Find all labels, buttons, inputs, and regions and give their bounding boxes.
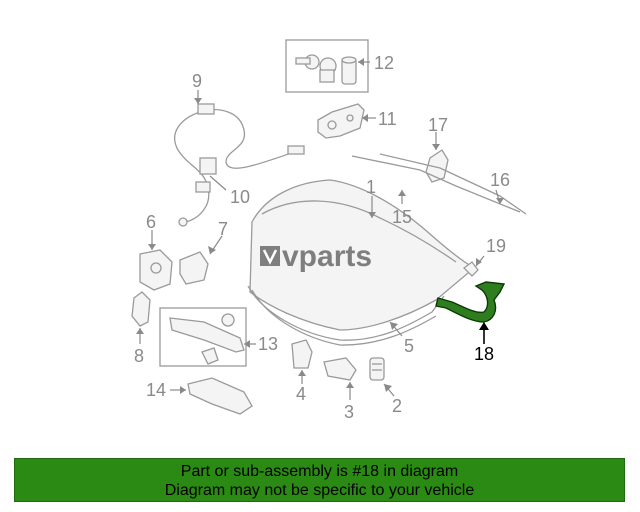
callout-16: 16 (490, 170, 510, 190)
watermark-text: vparts (282, 240, 372, 272)
callout-14: 14 (146, 380, 166, 400)
arrowheads (136, 58, 504, 394)
part-19-clip (463, 261, 479, 277)
part-4-bumper (291, 339, 313, 369)
callout-2: 2 (392, 396, 402, 416)
vparts-watermark: vparts (260, 240, 372, 272)
part-12-key-cylinder (285, 39, 369, 93)
callout-3: 3 (344, 402, 354, 422)
part-6-actuator (139, 249, 173, 291)
part-3-striker (323, 357, 357, 381)
callout-6: 6 (146, 212, 156, 232)
part-15-16-torsion-bars (351, 153, 527, 215)
info-banner: Part or sub-assembly is #18 in diagram D… (14, 458, 625, 502)
part-13-hinge-bracket (159, 307, 247, 367)
banner-line-1: Part or sub-assembly is #18 in diagram (180, 463, 459, 480)
banner-line-2: Diagram may not be specific to your vehi… (164, 482, 475, 499)
part-11-latch (317, 103, 365, 139)
callout-19: 19 (486, 236, 506, 256)
callout-10: 10 (230, 187, 250, 207)
part-1-trunk-lid (249, 179, 476, 331)
part-18-hinge-highlighted[interactable] (435, 281, 506, 323)
part-7-bracket (179, 251, 209, 285)
callout-8: 8 (134, 346, 144, 366)
callouts: 12 9 11 17 10 1 15 16 6 7 19 5 8 13 4 3 … (134, 53, 510, 422)
callout-15: 15 (392, 207, 412, 227)
callout-13: 13 (258, 334, 278, 354)
part-8-bracket (131, 291, 151, 327)
callout-7: 7 (218, 219, 228, 239)
callout-5: 5 (404, 336, 414, 356)
callout-11: 11 (378, 109, 397, 129)
callout-12: 12 (374, 53, 394, 73)
callout-4: 4 (296, 384, 306, 404)
callout-18[interactable]: 18 (474, 344, 494, 364)
part-5-weatherstrip (247, 285, 445, 346)
callout-17: 17 (428, 115, 448, 135)
part-2-damper (369, 357, 385, 381)
part-14-garnish (187, 377, 253, 415)
callout-1: 1 (366, 177, 376, 197)
part-9-10-release-cables (174, 103, 305, 227)
callout-9: 9 (192, 71, 202, 91)
parts-diagram: 12 9 11 17 10 1 15 16 6 7 19 5 8 13 4 3 … (131, 39, 527, 422)
